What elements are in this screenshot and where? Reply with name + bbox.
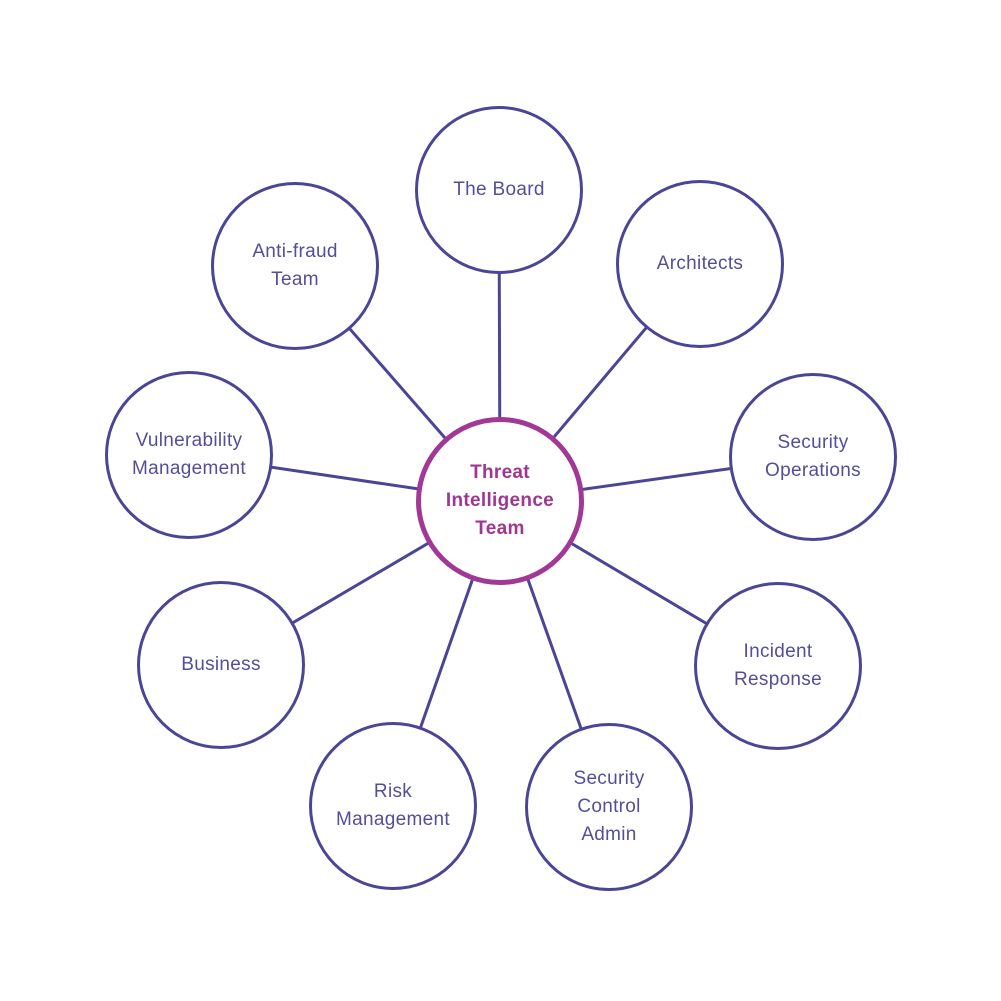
node-label: Business xyxy=(181,654,261,675)
node-label: Security Operations xyxy=(765,432,861,481)
node-label: Architects xyxy=(656,253,744,274)
node-label: Vulnerability Management xyxy=(132,430,246,479)
node-the-board: The Board xyxy=(415,106,583,274)
node-label: Security Control Admin xyxy=(573,768,645,845)
node-risk-management: Risk Management xyxy=(309,722,477,890)
node-vulnerability-management: Vulnerability Management xyxy=(105,371,273,539)
node-security-control-admin: Security Control Admin xyxy=(525,723,693,891)
node-architects: Architects xyxy=(616,180,784,348)
node-business: Business xyxy=(137,581,305,749)
node-security-operations: Security Operations xyxy=(729,373,897,541)
node-label: Risk Management xyxy=(336,781,450,830)
node-threat-intelligence-team: Threat Intelligence Team xyxy=(416,417,584,585)
node-label: The Board xyxy=(453,179,545,200)
node-label: Anti-fraud Team xyxy=(252,241,338,290)
node-label: Incident Response xyxy=(734,641,822,690)
center-node-label: Threat Intelligence Team xyxy=(445,462,555,539)
node-incident-response: Incident Response xyxy=(694,582,862,750)
node-anti-fraud-team: Anti-fraud Team xyxy=(211,182,379,350)
